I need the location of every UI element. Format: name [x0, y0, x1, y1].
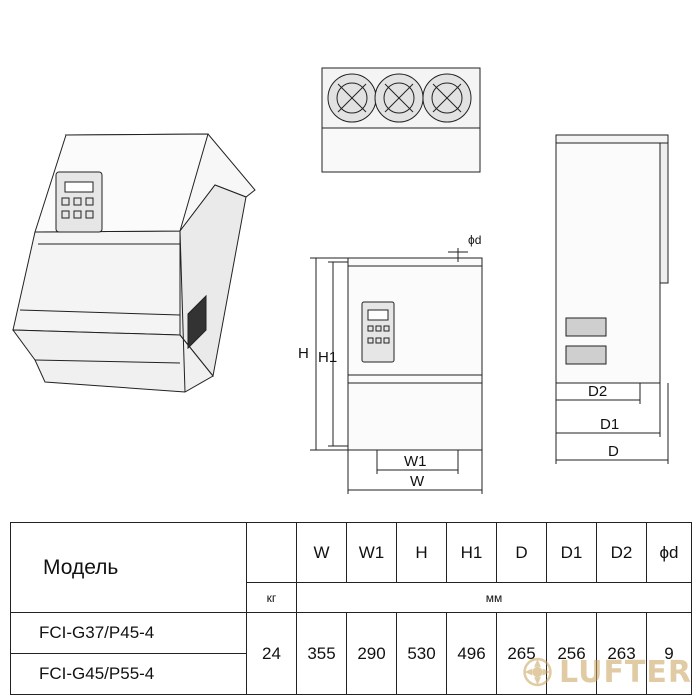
dimension-labels: ϕd H H1 W1 W D2 D1 D [298, 233, 619, 490]
lufter-watermark: LUFTER [522, 650, 692, 694]
col-header: W1 [346, 522, 397, 583]
col-header: H [396, 522, 447, 583]
value-cell: 9 [646, 612, 692, 695]
front-view [310, 248, 483, 494]
w-label: W [410, 473, 425, 490]
col-header: W [296, 522, 347, 583]
value-cell: 265 [496, 612, 547, 695]
dim-unit: мм [296, 582, 692, 613]
col-header: H1 [446, 522, 497, 583]
value-cell: 496 [446, 612, 497, 695]
dimension-table: Модель W W1 H H1 D D1 D2 ϕd кг мм FCI-G3… [10, 522, 692, 695]
isometric-view [11, 133, 256, 393]
top-view [321, 67, 481, 173]
weight-unit: кг [246, 582, 297, 613]
weight-value: 24 [246, 612, 297, 695]
side-view [555, 134, 669, 464]
watermark-text: LUFTER [559, 654, 692, 690]
col-header: ϕd [646, 522, 692, 583]
value-cell: 530 [396, 612, 447, 695]
d1-label: D1 [600, 416, 619, 433]
model-name: FCI-G45/P55-4 [10, 653, 247, 695]
value-cell: 290 [346, 612, 397, 695]
col-header: D2 [596, 522, 647, 583]
h1-label: H1 [318, 349, 337, 366]
col-header: D [496, 522, 547, 583]
w1-label: W1 [404, 453, 427, 470]
weight-header-empty [246, 522, 297, 583]
lufter-logo-icon [523, 657, 552, 687]
technical-drawing: ϕd H H1 W1 W D2 D1 D [11, 67, 669, 494]
phi-d-label: ϕd [468, 233, 481, 247]
value-cell: 256 [546, 612, 597, 695]
value-cell: 355 [296, 612, 347, 695]
model-name: FCI-G37/P45-4 [10, 612, 247, 654]
model-header: Модель [10, 522, 247, 613]
d-label: D [608, 443, 619, 460]
d2-label: D2 [588, 383, 607, 400]
value-cell: 263 [596, 612, 647, 695]
h-label: H [298, 345, 309, 362]
col-header: D1 [546, 522, 597, 583]
